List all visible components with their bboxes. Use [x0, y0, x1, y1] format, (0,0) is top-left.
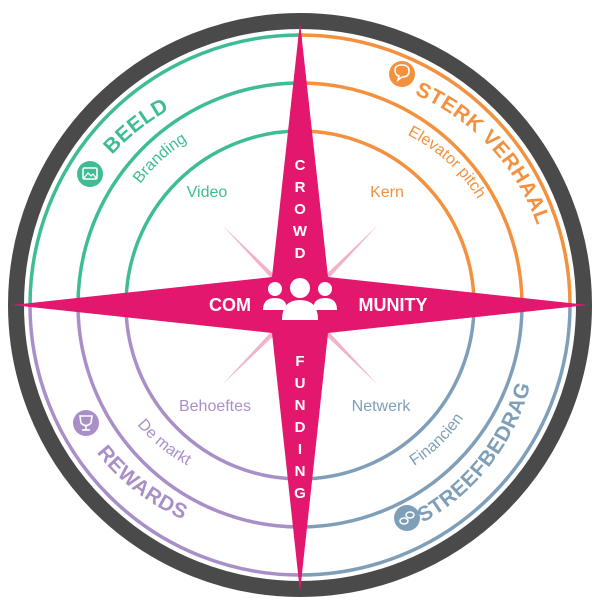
crowd-letter: C: [295, 157, 306, 174]
crowd-letter: R: [295, 179, 306, 196]
funding-letter: N: [295, 397, 306, 414]
ring-green-inner: [124, 129, 301, 306]
kern-label: Kern: [370, 184, 404, 201]
ring-blue-middle: [299, 304, 524, 529]
photo-icon: [77, 161, 103, 187]
ring-blue-inner: [299, 304, 476, 481]
coins-icon: [394, 505, 420, 531]
crowd-letter: W: [293, 223, 308, 240]
ring-green-middle: [76, 81, 301, 306]
funding-letter: F: [295, 353, 304, 370]
quadrant-rings: [28, 33, 572, 577]
munity-label: MUNITY: [359, 295, 428, 315]
ring-purple-inner: [124, 304, 301, 481]
ring-blue-outer: [298, 303, 572, 577]
ring-orange-middle: [299, 81, 524, 306]
crowd-letters: C R O W D: [293, 157, 308, 262]
video-label: Video: [187, 184, 228, 201]
funding-letter: D: [295, 419, 306, 436]
chat-icon: [389, 61, 415, 87]
funding-letters: F U N D I N G: [294, 353, 306, 502]
ring-orange-outer: [298, 33, 572, 307]
ring-green-outer: [28, 33, 302, 307]
crowd-letter: D: [295, 245, 306, 262]
group-icon: [263, 278, 337, 320]
trophy-icon: [73, 410, 99, 436]
com-label: COM: [209, 295, 251, 315]
funding-letter: I: [298, 441, 302, 458]
ring-purple-middle: [76, 304, 301, 529]
behoeftes-label: Behoeftes: [179, 398, 251, 415]
funding-letter: G: [294, 485, 306, 502]
funding-letter: U: [295, 375, 306, 392]
funding-letter: N: [295, 463, 306, 480]
ring-orange-inner: [299, 129, 476, 306]
crowd-letter: O: [294, 201, 306, 218]
ring-purple-outer: [28, 303, 302, 577]
netwerk-label: Netwerk: [352, 398, 412, 415]
